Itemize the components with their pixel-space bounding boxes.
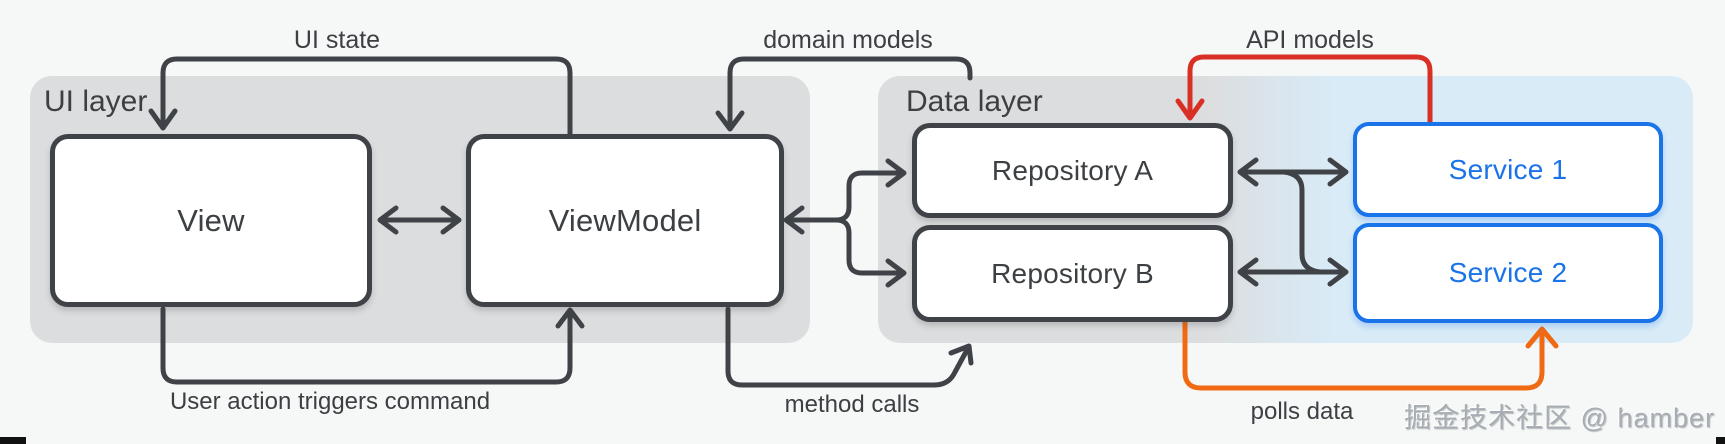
- edge-label-user-action: User action triggers command: [169, 388, 491, 415]
- node-view: View: [50, 134, 372, 307]
- arrow-view-viewmodel: [377, 205, 462, 235]
- node-repository-b: Repository B: [912, 225, 1233, 322]
- ui-layer-label: UI layer: [44, 85, 148, 118]
- edge-label-method-calls: method calls: [784, 391, 920, 418]
- arrow-api-models: [1175, 54, 1433, 125]
- node-view-label: View: [177, 202, 245, 238]
- arrow-user-action: [160, 306, 585, 385]
- node-service-2-label: Service 2: [1448, 257, 1568, 288]
- node-service-2: Service 2: [1353, 223, 1663, 323]
- arrow-polls-data: [1182, 319, 1559, 391]
- node-repository-a: Repository A: [912, 123, 1233, 218]
- arrow-link-connector: [1281, 169, 1323, 275]
- node-repository-a-label: Repository A: [991, 154, 1154, 186]
- node-viewmodel: ViewModel: [466, 134, 784, 307]
- corner-artifact-bottom-left: [0, 437, 26, 444]
- node-service-1-label: Service 1: [1448, 153, 1568, 185]
- node-viewmodel-label: ViewModel: [548, 202, 702, 238]
- node-repository-b-label: Repository B: [991, 257, 1154, 289]
- edge-label-polls-data: polls data: [1250, 398, 1354, 425]
- watermark: 掘金技术社区 @ hamber: [1404, 403, 1715, 433]
- edge-label-ui-state: UI state: [293, 26, 381, 54]
- arrow-ui-state: [148, 56, 573, 138]
- edge-label-api-models: API models: [1246, 26, 1374, 54]
- arrow-domain-models: [715, 56, 973, 132]
- arrow-repoB-service2: [1237, 257, 1349, 287]
- edge-label-domain-models: domain models: [763, 26, 933, 54]
- corner-artifact-bottom-right: [1716, 437, 1725, 444]
- arrow-method-calls: [725, 306, 974, 388]
- data-layer-label: Data layer: [906, 85, 1043, 118]
- node-service-1: Service 1: [1353, 122, 1663, 217]
- arrow-viewmodel-repositories: [783, 158, 907, 288]
